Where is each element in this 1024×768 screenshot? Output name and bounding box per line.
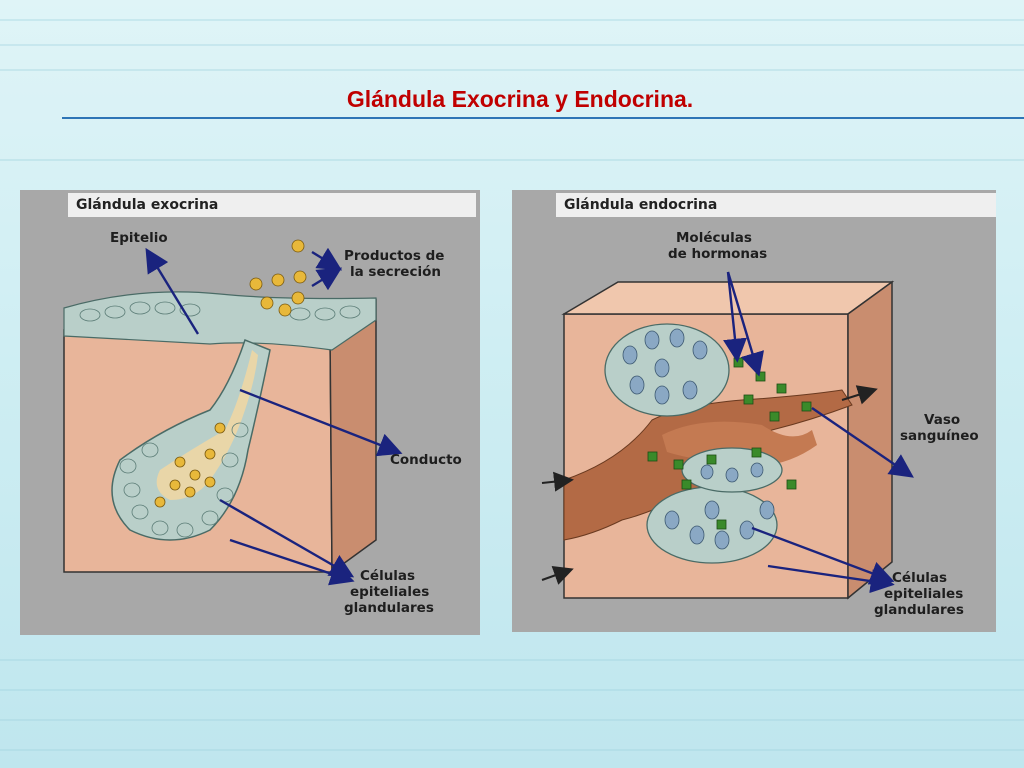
vessel-label-line1: Vaso (924, 412, 961, 428)
endocrine-panel: Glándula endocrina (512, 190, 996, 632)
duct-label: Conducto (390, 452, 462, 468)
exocrine-panel: Glándula exocrina (20, 190, 480, 635)
exocrine-header-text: Glándula exocrina (76, 197, 219, 213)
endocrine-header-text: Glándula endocrina (564, 197, 718, 213)
exocrine-cells-label-line1: Células (360, 568, 416, 584)
secretion-label-line2: la secreción (350, 264, 441, 280)
endocrine-cells-label-line2: epiteliales (884, 586, 964, 602)
secretion-label-line1: Productos de (344, 248, 445, 264)
vessel-label-line2: sanguíneo (900, 428, 979, 444)
exocrine-header: Glándula exocrina (68, 193, 476, 217)
title-underline (62, 117, 1024, 119)
hormones-label-line2: de hormonas (668, 246, 768, 262)
epithelium-label: Epitelio (110, 230, 168, 246)
endocrine-cells-label-line1: Células (892, 570, 948, 586)
exocrine-illustration (63, 239, 403, 586)
endocrine-illustration (541, 271, 914, 600)
endocrine-cells-label-line3: glandulares (874, 602, 964, 618)
exocrine-cells-label-line2: epiteliales (350, 584, 430, 600)
slide-title: Glándula Exocrina y Endocrina. (346, 86, 694, 112)
exocrine-cells-label-line3: glandulares (344, 600, 434, 616)
endocrine-header: Glándula endocrina (556, 193, 996, 217)
hormones-label-line1: Moléculas (676, 230, 752, 246)
